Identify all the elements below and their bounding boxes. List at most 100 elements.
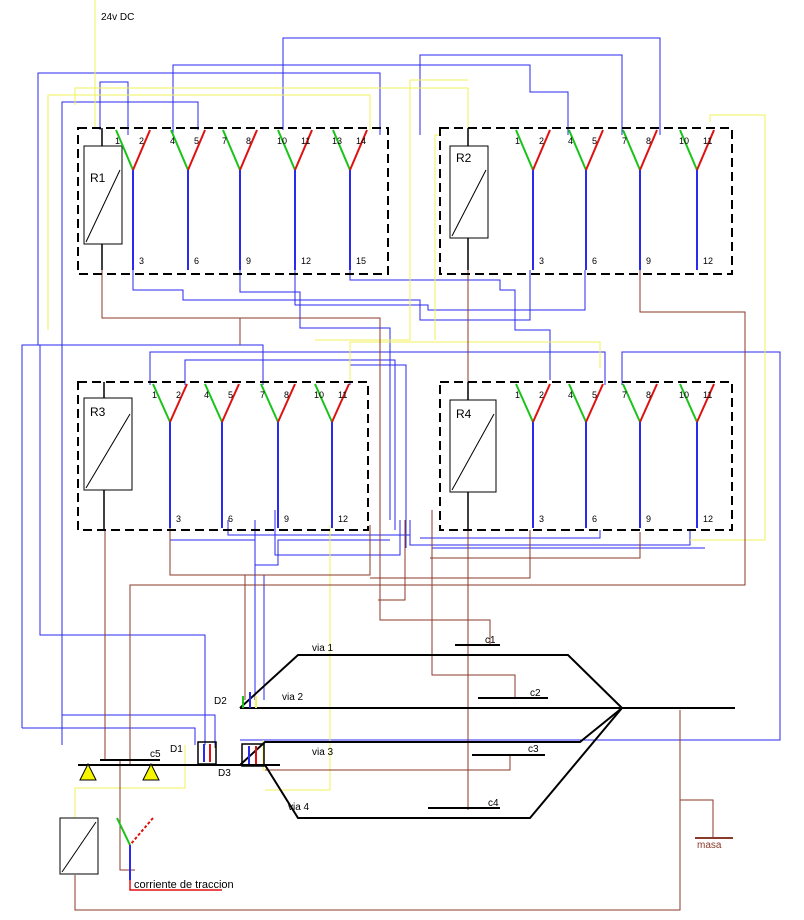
pin-label-R2-8: 8: [646, 136, 651, 146]
blue-wires: [21, 37, 781, 745]
pin-label-R2-7: 7: [622, 136, 627, 146]
pin-label-R1-3: 3: [139, 256, 144, 266]
contact-no-R4-1: [585, 383, 604, 423]
pin-label-R2-4: 4: [568, 136, 573, 146]
pin-label-R3-12: 12: [338, 514, 348, 524]
pin-label-R3-11: 11: [338, 390, 347, 400]
relay-label-r2: R2: [456, 151, 472, 165]
relay-label-r3: R3: [90, 405, 106, 419]
signal-triangle-right: [142, 762, 160, 781]
pin-label-R3-7: 7: [260, 390, 265, 400]
pin-label-R4-12: 12: [703, 514, 713, 524]
pin-label-R2-11: 11: [703, 136, 712, 146]
pin-label-R2-2: 2: [539, 136, 544, 146]
contact-nc-R2-3: [679, 129, 698, 171]
pin-label-R1-5: 5: [194, 136, 199, 146]
contact-nc-R3-2: [260, 383, 279, 423]
pin-label-R1-7: 7: [222, 136, 227, 146]
contact-no-R3-1: [221, 383, 240, 423]
contact-no-R2-0: [532, 129, 551, 171]
contact-nc-R4-2: [622, 383, 641, 423]
traction-relay: [59, 817, 222, 891]
signal-triangle-left: [79, 762, 97, 781]
pin-label-R1-8: 8: [246, 136, 251, 146]
pin-label-R3-8: 8: [284, 390, 289, 400]
pin-label-R2-12: 12: [703, 256, 713, 266]
pin-label-R2-6: 6: [592, 256, 597, 266]
pin-label-R4-9: 9: [646, 514, 651, 524]
pin-label-R3-4: 4: [204, 390, 209, 400]
pin-label-R1-15: 15: [356, 256, 366, 266]
diode-d1: [197, 741, 217, 765]
pin-label-R3-1: 1: [152, 390, 157, 400]
contact-label-c5: c5: [150, 749, 161, 760]
contact-label-c1: c1: [485, 635, 496, 646]
track-contacts: [100, 644, 548, 809]
relay-label-r1: R1: [90, 171, 106, 185]
pin-label-R1-14: 14: [356, 136, 366, 146]
pin-label-R1-10: 10: [277, 136, 287, 146]
contact-nc-R2-1: [568, 129, 587, 171]
pin-label-R1-9: 9: [246, 256, 251, 266]
pin-label-R4-11: 11: [703, 390, 712, 400]
contact-nc-R2-2: [622, 129, 641, 171]
pin-label-R2-9: 9: [646, 256, 651, 266]
pin-label-R2-3: 3: [539, 256, 544, 266]
contact-no-R1-3: [294, 129, 313, 171]
pin-label-R3-5: 5: [228, 390, 233, 400]
diode-label-d3: D3: [218, 768, 231, 779]
pin-label-R4-5: 5: [592, 390, 597, 400]
pin-label-R1-2: 2: [139, 136, 144, 146]
track-label-via1: via 1: [312, 643, 334, 654]
contact-nc-R4-1: [568, 383, 587, 423]
pin-label-R1-4: 4: [170, 136, 175, 146]
contact-nc-R1-2: [222, 129, 241, 171]
contact-no-R1-1: [187, 129, 206, 171]
contact-no-R1-2: [239, 129, 258, 171]
pin-label-R1-1: 1: [115, 136, 120, 146]
pin-label-R4-1: 1: [515, 390, 520, 400]
contact-no-R1-4: [349, 129, 368, 171]
pin-label-R3-10: 10: [314, 390, 324, 400]
pin-label-R4-10: 10: [679, 390, 689, 400]
diode-d3: [241, 743, 265, 767]
contact-no-R3-3: [331, 383, 350, 423]
supply-label: 24v DC: [101, 12, 134, 23]
pin-label-R3-2: 2: [176, 390, 181, 400]
pin-label-R2-1: 1: [515, 136, 520, 146]
relay-box-r3: R3: [77, 381, 369, 531]
diode-d2: [242, 692, 257, 708]
traction-label: corriente de traccion: [134, 879, 234, 891]
contact-nc-R1-3: [277, 129, 296, 171]
pin-label-R4-2: 2: [539, 390, 544, 400]
contact-nc-R1-4: [332, 129, 351, 171]
pin-label-R4-4: 4: [568, 390, 573, 400]
contact-no-R4-3: [696, 383, 715, 423]
contact-label-c4: c4: [488, 798, 499, 809]
contact-no-R2-2: [639, 129, 658, 171]
contact-nc-R3-3: [314, 383, 333, 423]
pin-label-R2-5: 5: [592, 136, 597, 146]
contact-label-c2: c2: [530, 688, 541, 699]
pin-label-R2-10: 10: [679, 136, 689, 146]
diode-label-d2: D2: [214, 696, 227, 707]
yellow-wires: [47, 0, 766, 820]
relay-box-r1: R1: [77, 127, 389, 275]
contact-no-R3-2: [277, 383, 296, 423]
brown-wires: [74, 270, 746, 911]
contact-nc-R1-1: [170, 129, 189, 171]
pin-label-R1-13: 13: [332, 136, 342, 146]
pin-label-R1-12: 12: [301, 256, 311, 266]
contact-nc-R4-0: [515, 383, 534, 423]
track-label-via3: via 3: [312, 747, 334, 758]
contact-no-R4-0: [532, 383, 551, 423]
contact-nc-R2-0: [515, 129, 534, 171]
pin-label-R1-6: 6: [194, 256, 199, 266]
pin-label-R3-6: 6: [228, 514, 233, 524]
pin-label-R3-9: 9: [284, 514, 289, 524]
ground-label: masa: [697, 840, 722, 851]
pin-label-R4-8: 8: [646, 390, 651, 400]
contact-no-R2-1: [585, 129, 604, 171]
track-layout: [78, 654, 735, 819]
